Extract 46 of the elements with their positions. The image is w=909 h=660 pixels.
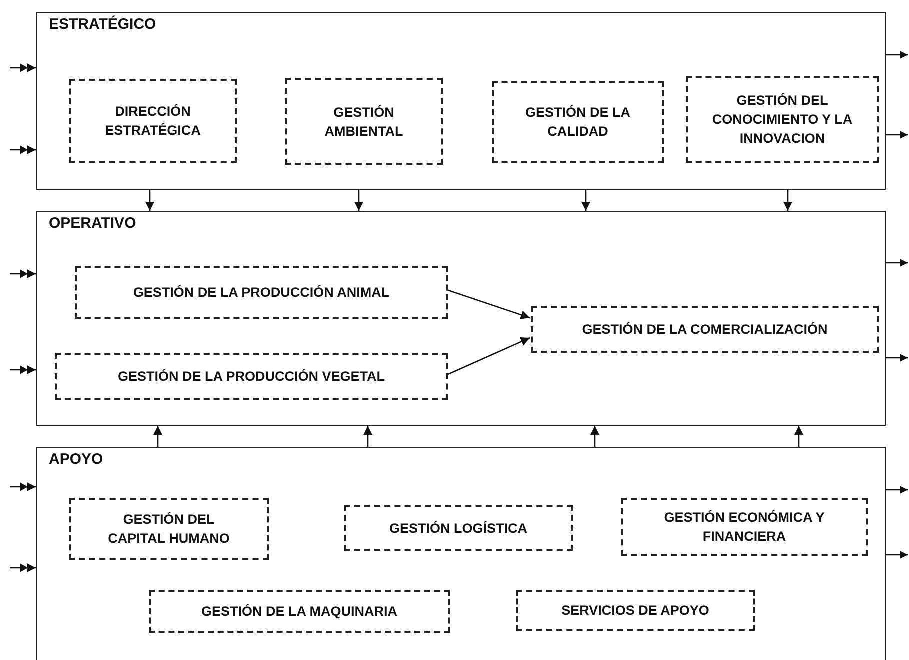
process-box: [344, 505, 573, 551]
arrow: [784, 190, 792, 211]
arrow: [446, 289, 530, 320]
process-box: [516, 590, 755, 631]
arrow: [590, 426, 600, 447]
section-title: ESTRATÉGICO: [49, 16, 156, 33]
arrow: [364, 426, 372, 447]
process-box: [686, 76, 879, 163]
process-label: GESTIÓN DE LA CALIDAD: [524, 104, 632, 141]
process-label: GESTIÓN DE LA COMERCIALIZACIÓN: [582, 321, 828, 339]
arrow: [886, 486, 908, 494]
process-box: [621, 498, 868, 556]
process-label: SERVICIOS DE APOYO: [562, 602, 710, 620]
process-box: [69, 79, 237, 163]
arrow: [794, 426, 804, 447]
process-label: GESTIÓN DE LA MAQUINARIA: [201, 603, 398, 621]
process-box: [285, 78, 443, 165]
section-title: APOYO: [49, 451, 104, 468]
process-label: GESTIÓN ECONÓMICA Y FINANCIERA: [663, 509, 826, 546]
section-band: [36, 447, 886, 660]
arrow: [886, 259, 908, 267]
arrow: [146, 190, 154, 211]
process-label: GESTIÓN AMBIENTAL: [324, 104, 404, 140]
arrow: [354, 190, 364, 211]
arrow: [886, 354, 908, 362]
process-label: DIRECCIÓN ESTRATÉGICA: [104, 103, 202, 140]
process-box: [75, 266, 448, 319]
process-label: GESTIÓN DE LA PRODUCCIÓN VEGETAL: [118, 368, 385, 386]
section-band: [36, 211, 886, 426]
process-box: [69, 498, 269, 560]
process-label: GESTIÓN DEL CAPITAL HUMANO: [107, 511, 231, 548]
process-label: GESTIÓN LOGÍSTICA: [389, 520, 528, 538]
process-box: [55, 353, 448, 400]
arrow: [154, 426, 162, 447]
section-title: OPERATIVO: [49, 215, 136, 232]
arrow: [446, 337, 530, 376]
arrow: [886, 131, 908, 139]
process-box: [492, 81, 664, 163]
process-box: [149, 590, 450, 633]
process-box: [531, 306, 879, 353]
section-band: [36, 12, 886, 190]
arrow: [582, 190, 590, 211]
process-label: GESTIÓN DE LA PRODUCCIÓN ANIMAL: [133, 284, 390, 302]
process-label: GESTIÓN DEL CONOCIMIENTO Y LA INNOVACION: [711, 92, 854, 148]
arrow: [886, 51, 908, 59]
arrow: [886, 551, 908, 559]
